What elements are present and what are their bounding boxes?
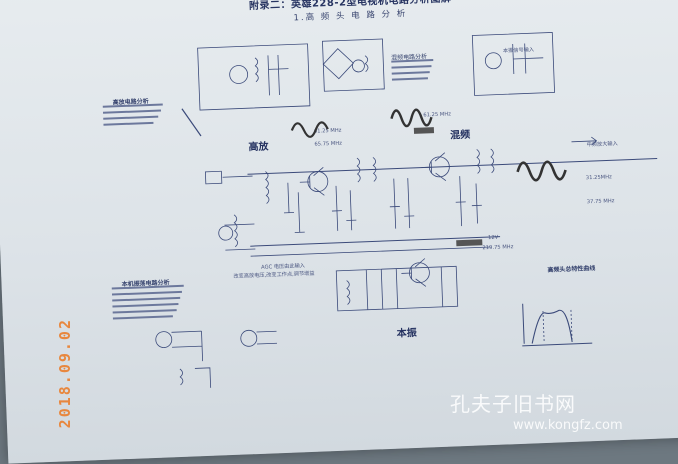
waveform-band: [456, 239, 483, 247]
top-transistor-1: [229, 65, 249, 84]
top-mixer-diagram: [471, 32, 555, 96]
watermark-url: www.kongfz.com: [513, 418, 623, 433]
transistor-hf-amp: [307, 171, 329, 192]
top-bus: [247, 158, 658, 175]
top-hf-diagram: [197, 43, 311, 111]
date-stamp: 2018.09.02: [56, 318, 74, 429]
response-curve: [531, 309, 573, 344]
curve-axes: [522, 303, 593, 347]
input-box: [204, 170, 223, 185]
top-bridge-diagram: [322, 38, 385, 92]
waveform-3: [516, 160, 567, 182]
waveforms: [290, 108, 567, 247]
waveform-1: [290, 121, 329, 138]
waveform-2: [390, 108, 433, 128]
antenna: [181, 108, 202, 137]
ground-bus: [250, 236, 501, 247]
watermark-text: 孔夫子旧书网: [450, 392, 576, 416]
transistor-oscillator: [409, 262, 430, 284]
